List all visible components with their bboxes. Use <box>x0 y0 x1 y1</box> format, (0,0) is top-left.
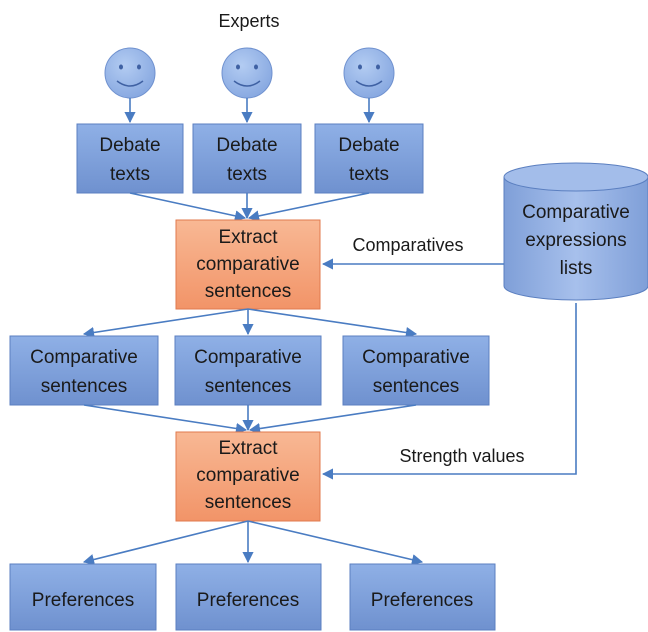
expert-1-smiley-icon <box>104 47 156 99</box>
extract-2-line-2: comparative <box>196 465 300 486</box>
extract-1-line-3: sentences <box>205 281 292 302</box>
extract-comparative-sentences-box-2: Extract comparative sentences <box>175 431 321 522</box>
arrow-extract2-to-pref3 <box>247 520 424 566</box>
comparative-sentences-box-2: Comparative sentences <box>174 335 322 406</box>
comp-2-line-2: sentences <box>205 376 292 397</box>
database-line-1: Comparative <box>522 202 630 223</box>
expert-2-smiley-icon <box>221 47 273 99</box>
comp-1-line-2: sentences <box>41 376 128 397</box>
debate-texts-box-2: Debate texts <box>192 123 302 194</box>
arrow-comp3-to-extract2 <box>248 404 417 435</box>
comp-3-line-1: Comparative <box>362 347 470 368</box>
arrow-debate1-to-extract1 <box>129 192 247 222</box>
preferences-box-3: Preferences <box>349 563 496 631</box>
debate-1-line-2: texts <box>110 164 150 185</box>
debate-2-line-1: Debate <box>216 135 277 156</box>
preferences-box-2: Preferences <box>175 563 322 631</box>
debate-1-line-1: Debate <box>99 135 160 156</box>
debate-3-line-2: texts <box>349 164 389 185</box>
arrow-debate3-to-extract1 <box>247 192 370 222</box>
extract-1-line-2: comparative <box>196 254 300 275</box>
preferences-2-label: Preferences <box>197 590 299 611</box>
debate-2-line-2: texts <box>227 164 267 185</box>
comp-1-line-1: Comparative <box>30 347 138 368</box>
diagram-title: Experts <box>218 11 279 31</box>
comparative-sentences-box-3: Comparative sentences <box>342 335 490 406</box>
arrow-extract1-to-comp3 <box>247 308 418 339</box>
arrow-comp1-to-extract2 <box>83 404 248 434</box>
database-cylinder-icon: Comparative expressions lists <box>503 162 648 301</box>
preferences-3-label: Preferences <box>371 590 473 611</box>
arrow-extract1-to-comp1 <box>82 308 249 339</box>
arrow-database-to-extract2 <box>321 303 577 480</box>
expert-3-smiley-icon <box>343 47 395 99</box>
extract-1-line-1: Extract <box>218 227 278 248</box>
arrow-extract2-to-pref1 <box>82 520 249 565</box>
comparative-sentences-box-1: Comparative sentences <box>9 335 159 406</box>
edge-label-comparatives: Comparatives <box>352 235 463 255</box>
extract-2-line-1: Extract <box>218 438 278 459</box>
preferences-1-label: Preferences <box>32 590 134 611</box>
debate-3-line-1: Debate <box>338 135 399 156</box>
preferences-box-1: Preferences <box>9 563 157 631</box>
edge-label-strength-values: Strength values <box>399 446 524 466</box>
extract-comparative-sentences-box-1: Extract comparative sentences <box>175 219 321 310</box>
debate-texts-box-1: Debate texts <box>76 123 184 194</box>
debate-texts-box-3: Debate texts <box>314 123 424 194</box>
comp-3-line-2: sentences <box>373 376 460 397</box>
database-line-3: lists <box>560 258 593 279</box>
comp-2-line-1: Comparative <box>194 347 302 368</box>
database-line-2: expressions <box>525 230 626 251</box>
extract-2-line-3: sentences <box>205 492 292 513</box>
